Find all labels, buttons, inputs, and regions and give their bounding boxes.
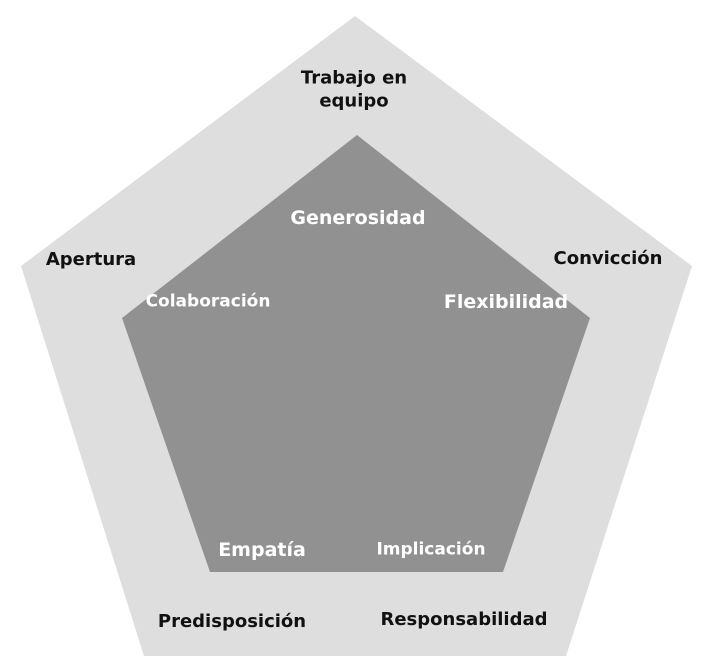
label-line: equipo bbox=[319, 90, 389, 111]
label-colaboracion: Colaboración bbox=[145, 291, 271, 312]
label-responsabilidad: Responsabilidad bbox=[380, 608, 548, 630]
label-conviccion: Convicción bbox=[553, 247, 663, 269]
label-line: Trabajo en bbox=[300, 67, 408, 89]
label-predisposicion: Predisposición bbox=[157, 610, 307, 632]
inner-pentagon bbox=[122, 135, 590, 572]
label-trabajo-en-equipo: Trabajo en equipo bbox=[301, 68, 407, 113]
label-empatia: Empatía bbox=[218, 539, 306, 562]
label-implicacion: Implicación bbox=[376, 539, 486, 560]
label-generosidad: Generosidad bbox=[290, 207, 426, 230]
label-flexibilidad: Flexibilidad bbox=[443, 291, 569, 314]
label-apertura: Apertura bbox=[45, 248, 137, 270]
